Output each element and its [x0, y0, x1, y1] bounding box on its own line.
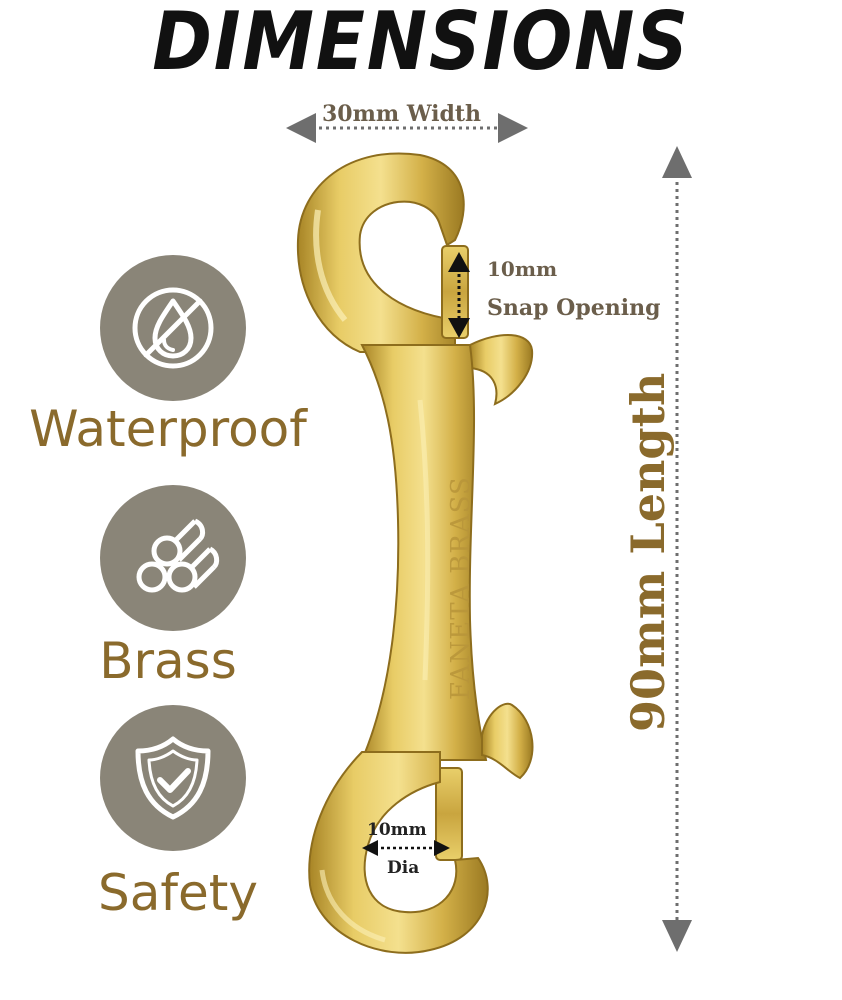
top-hook — [296, 152, 465, 353]
brass-badge — [100, 485, 246, 631]
snap-opening-arrow — [448, 252, 470, 338]
waterproof-badge — [100, 255, 246, 401]
length-label: 90mm Length — [621, 372, 675, 732]
top-lever — [469, 334, 534, 406]
brass-label: Brass — [99, 632, 237, 690]
safety-label: Safety — [98, 864, 258, 922]
bottom-gate — [435, 767, 463, 861]
dia-label: Dia — [387, 858, 420, 878]
dia-arrow — [362, 840, 450, 856]
snap-opening-label: Snap Opening — [487, 295, 661, 321]
brass-rods-icon — [136, 518, 220, 593]
length-arrow — [662, 146, 692, 952]
width-arrow — [286, 113, 528, 143]
bottom-lever — [481, 702, 534, 780]
snap-opening-value: 10mm — [487, 257, 558, 281]
page-title: DIMENSIONS — [152, 0, 690, 88]
shield-check-icon — [135, 736, 211, 820]
waterproof-label: Waterproof — [29, 400, 307, 458]
width-label: 30mm Width — [322, 101, 482, 127]
no-water-drop-icon — [132, 287, 214, 369]
dia-value: 10mm — [367, 820, 427, 840]
safety-badge — [100, 705, 246, 851]
bottom-hook — [308, 751, 489, 954]
